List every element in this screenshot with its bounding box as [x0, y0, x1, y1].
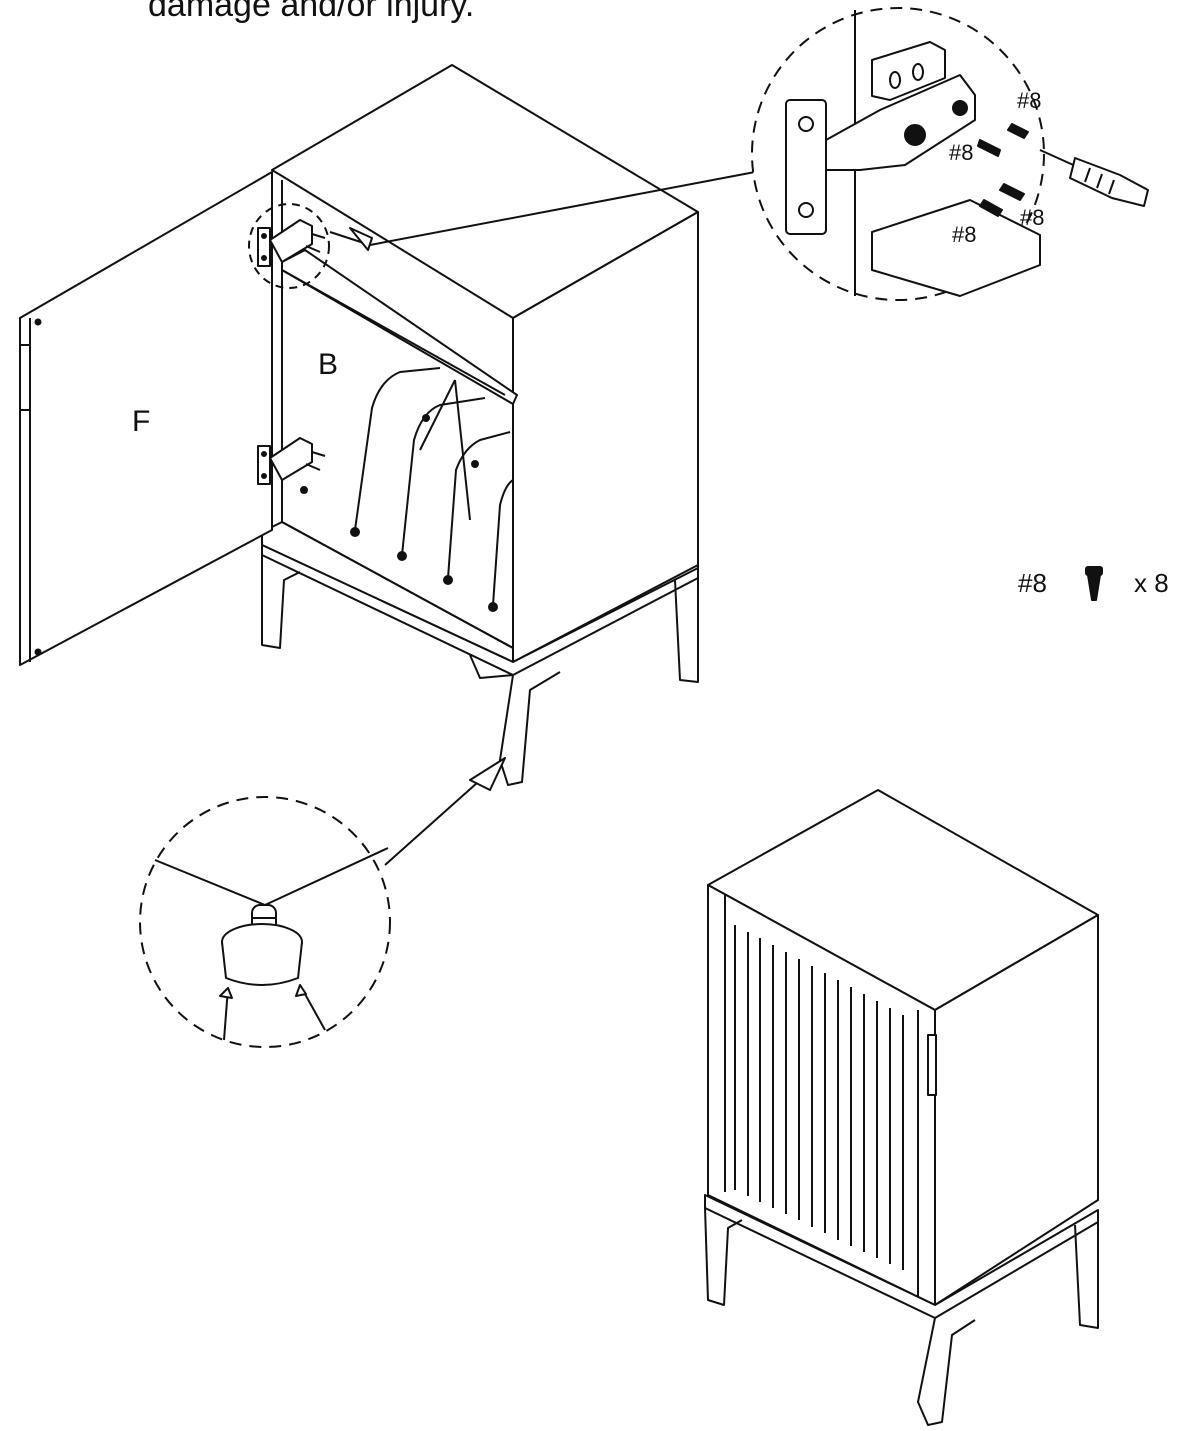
cabinet-side-panel	[512, 211, 699, 663]
label-back-b: B	[318, 348, 339, 381]
assembled-leg-front	[917, 1317, 976, 1426]
hinge-zoom	[751, 7, 1149, 301]
rack-wire-3	[447, 431, 511, 579]
hinge-detail-marker	[248, 203, 330, 289]
leg-front	[499, 671, 561, 786]
assembled-leg-left	[704, 1207, 743, 1306]
assembled-cabinet	[704, 789, 1099, 1426]
assembled-leg-right	[1074, 1222, 1099, 1329]
leg-right	[674, 578, 699, 683]
screw-group	[977, 123, 1029, 217]
callout-screw-3: #8	[1020, 205, 1045, 230]
rack-wire-2	[401, 397, 486, 556]
legend-screw-icon	[1085, 566, 1103, 601]
cabinet-bottom	[261, 521, 514, 663]
callout-screw-2: #8	[949, 140, 974, 165]
legend-part-id: #8	[1018, 568, 1047, 598]
assembled-handle	[927, 1034, 937, 1096]
screwdriver-icon	[1039, 149, 1149, 207]
rack-wire-4	[492, 479, 514, 606]
open-cabinet	[19, 64, 756, 786]
hinge-plate-door	[785, 99, 827, 235]
warning-text: damage and/or injury.	[148, 0, 475, 24]
leveler-foot	[221, 941, 303, 986]
hinge-top	[257, 219, 326, 267]
door-handle	[19, 344, 31, 411]
leg-left	[261, 555, 301, 649]
leveler-zoom	[139, 757, 506, 1048]
door-panel	[19, 171, 273, 666]
legend-quantity: x 8	[1134, 568, 1169, 598]
hardware-legend: #8 x 8	[1018, 568, 1169, 599]
door-slats	[734, 925, 904, 1270]
callout-screw-4: #8	[952, 222, 977, 247]
assembled-side	[934, 914, 1099, 1306]
rack-wire-1	[354, 367, 441, 531]
cabinet-shelf	[281, 249, 518, 405]
callout-screw-1: #8	[1017, 88, 1042, 113]
hinge-leader-line	[369, 171, 756, 246]
hinge-arm	[825, 74, 976, 171]
hinge-bottom	[257, 437, 326, 485]
label-door-f: F	[132, 405, 151, 438]
